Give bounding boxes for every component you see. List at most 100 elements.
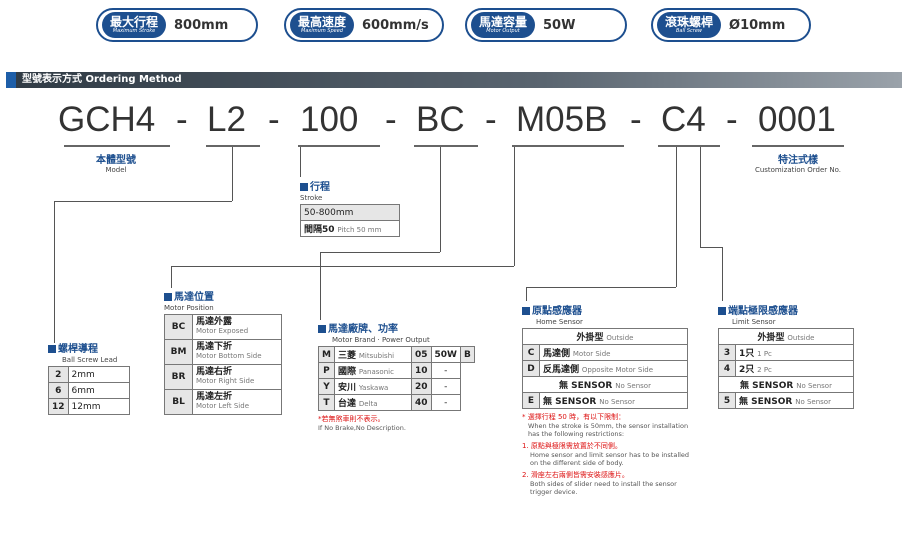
connector-line — [722, 247, 723, 301]
square-bullet-icon — [300, 183, 308, 191]
connector-line — [526, 287, 676, 288]
code-separator: - — [385, 100, 397, 139]
connector-line — [676, 147, 677, 287]
brake-note: If No Brake,No Description. — [318, 424, 406, 432]
table-row: 外掛型 Outside — [522, 328, 688, 345]
code-model: GCH4 — [58, 100, 156, 139]
restriction-1: Home sensor and limit sensor has to be i… — [530, 451, 690, 467]
section-header-title: 型號表示方式 Ordering Method — [22, 74, 182, 85]
model-label: 本體型號 Model — [96, 155, 136, 174]
code-motor-position: BC — [416, 100, 465, 139]
stroke-block: 行程 Stroke 50-800mm 間隔50 Pitch 50 mm — [300, 178, 400, 237]
connector-line — [700, 147, 701, 247]
underline-model — [64, 145, 170, 147]
spec-value: 600mm/s — [362, 17, 429, 33]
code-sensor: C4 — [661, 100, 706, 139]
connector-line — [54, 201, 55, 343]
connector-line — [526, 287, 527, 301]
spec-value: Ø10mm — [729, 17, 786, 33]
code-separator: - — [630, 100, 642, 139]
table-row: 無 SENSOR No Sensor — [718, 376, 854, 393]
code-stroke: 100 — [300, 100, 359, 139]
underline-stroke — [298, 145, 380, 147]
connector-line — [700, 247, 722, 248]
section-header-marker — [6, 72, 16, 88]
restriction-2: Both sides of slider need to install the… — [530, 480, 677, 496]
connector-line — [320, 252, 321, 320]
spec-value: 800mm — [174, 17, 229, 33]
table-row: 無 SENSOR No Sensor — [522, 376, 688, 393]
underline-custom — [752, 145, 844, 147]
connector-line — [232, 147, 233, 201]
code-separator: - — [726, 100, 738, 139]
code-motor-brand: M05B — [516, 100, 608, 139]
stroke-restriction-note-red: * 選擇行程 50 時，有以下限制： — [522, 413, 626, 421]
square-bullet-icon — [48, 345, 56, 353]
connector-line — [300, 147, 301, 177]
custom-label: 特注式樣 Customization Order No. — [754, 155, 842, 174]
underline-lead — [206, 145, 260, 147]
section-header-bar — [6, 72, 902, 88]
connector-line — [440, 147, 441, 252]
underline-motor-position — [414, 145, 478, 147]
square-bullet-icon — [522, 307, 530, 315]
code-separator: - — [485, 100, 497, 139]
table-row: 外掛型 Outside — [718, 328, 854, 345]
brake-note-red: *若無煞車則不表示。 — [318, 415, 385, 423]
code-custom: 0001 — [758, 100, 836, 139]
underline-sensor — [658, 145, 720, 147]
connector-line — [320, 252, 440, 253]
stroke-restriction-note: When the stroke is 50mm, the sensor inst… — [528, 422, 689, 438]
underline-motor-brand — [512, 145, 624, 147]
connector-line — [514, 147, 515, 266]
stroke-table: 50-800mm 間隔50 Pitch 50 mm — [300, 204, 400, 237]
square-bullet-icon — [164, 293, 172, 301]
connector-line — [171, 266, 172, 288]
restriction-1-red: 1. 原點與極限需放置於不同側。 — [522, 442, 622, 450]
square-bullet-icon — [318, 325, 326, 333]
code-separator: - — [176, 100, 188, 139]
restriction-2-red: 2. 滑座左右兩側皆需安裝感應片。 — [522, 471, 629, 479]
connector-line — [54, 201, 232, 202]
code-lead: L2 — [207, 100, 246, 139]
code-separator: - — [268, 100, 280, 139]
spec-value: 50W — [543, 17, 576, 33]
connector-line — [171, 266, 514, 267]
square-bullet-icon — [718, 307, 726, 315]
